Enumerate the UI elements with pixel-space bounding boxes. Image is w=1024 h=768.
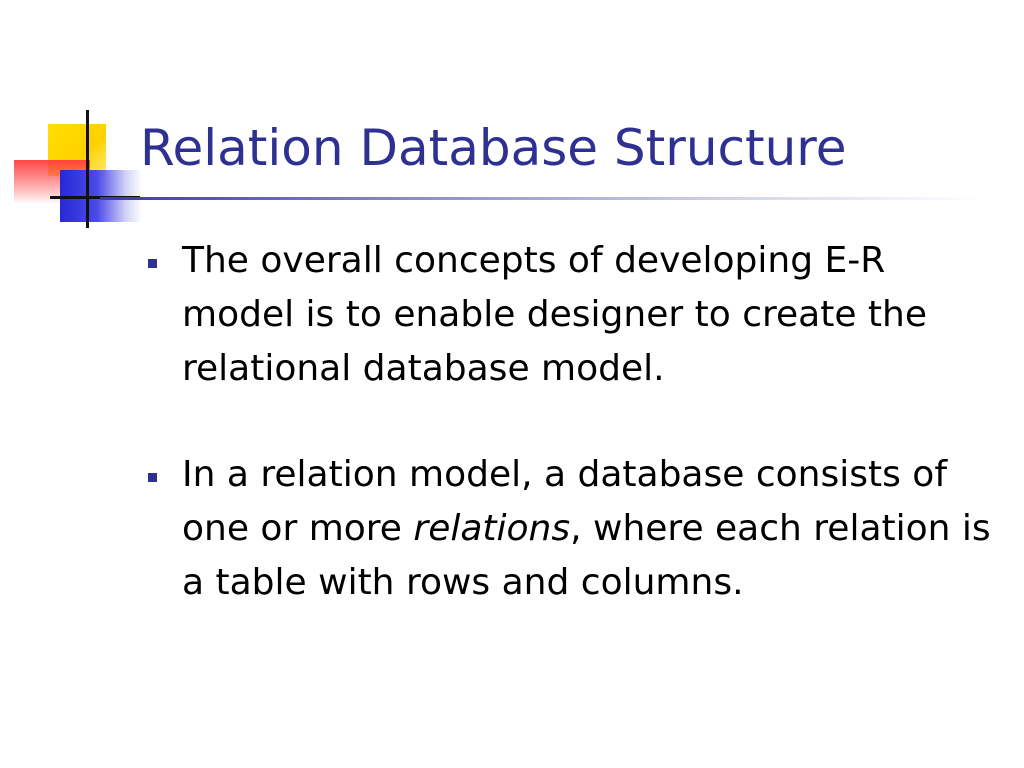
bullet-text-2-before: In a relation model, a database consists… [182,454,947,549]
bullet-text-2: In a relation model, a database consists… [182,454,991,603]
logo-horizontal-line [50,196,140,199]
bullet-item-1: The overall concepts of developing E-R m… [148,234,998,396]
bullet-text-2-emphasis: relations [413,508,571,549]
slide-title: Relation Database Structure [140,119,847,177]
square-bullet-icon [148,259,157,268]
title-underline-divider [100,197,980,200]
bullet-text-1: The overall concepts of developing E-R m… [182,240,927,389]
bullet-list: The overall concepts of developing E-R m… [148,234,998,662]
bullet-item-2: In a relation model, a database consists… [148,448,998,610]
logo-vertical-line [86,110,89,228]
bullet-text-2-after: , where each relation is a table with ro… [182,508,991,603]
square-bullet-icon [148,473,157,482]
color-squares-logo-icon [0,0,150,240]
